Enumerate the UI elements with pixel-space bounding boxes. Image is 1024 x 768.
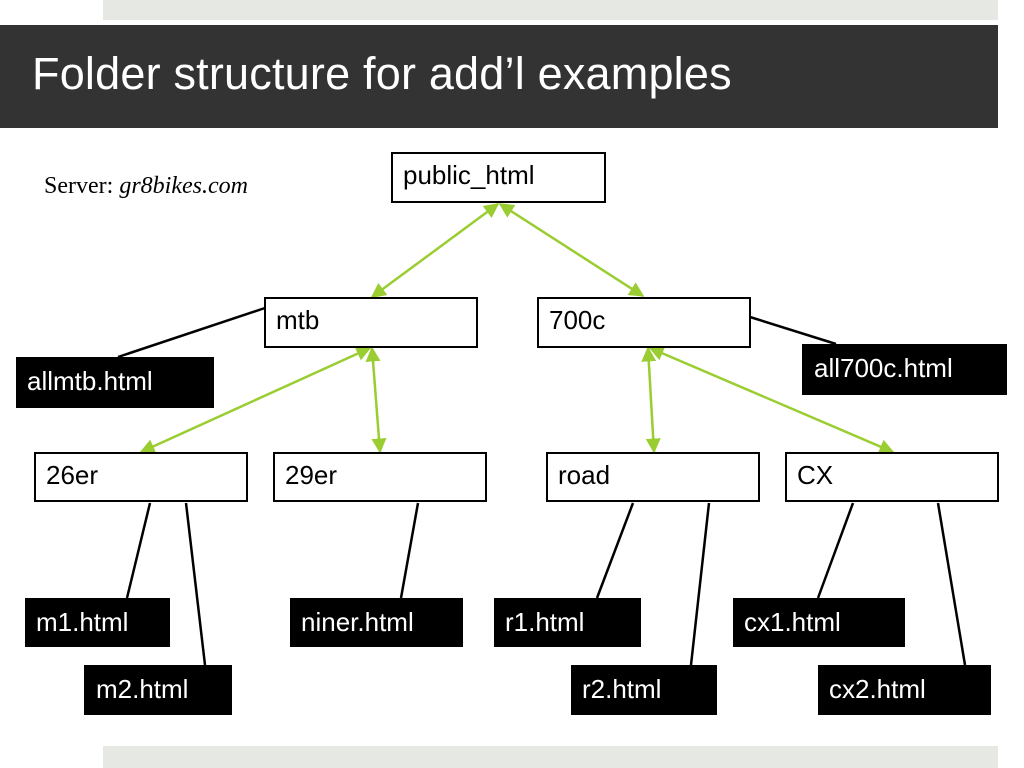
file-niner: niner.html bbox=[290, 598, 463, 647]
title-bar bbox=[0, 25, 998, 128]
folder-29er: 29er bbox=[273, 452, 487, 502]
line-700c-all700c bbox=[749, 315, 837, 346]
file-m2: m2.html bbox=[84, 665, 232, 715]
folder-cx: CX bbox=[785, 452, 999, 502]
file-m1: m1.html bbox=[25, 598, 170, 647]
file-allmtb: allmtb.html bbox=[16, 357, 214, 408]
arrow-public-html-700c bbox=[498, 202, 645, 298]
folder-mtb: mtb bbox=[264, 297, 478, 348]
arrow-700c-cx bbox=[648, 346, 895, 454]
server-prefix: Server: bbox=[44, 173, 114, 199]
file-cx2: cx2.html bbox=[818, 665, 991, 715]
arrow-mtb-29er bbox=[365, 346, 387, 454]
server-label: Server: gr8bikes.com bbox=[44, 173, 248, 200]
line-26er-m2 bbox=[184, 502, 207, 666]
line-road-r1 bbox=[595, 502, 635, 599]
server-name: gr8bikes.com bbox=[119, 173, 248, 199]
line-road-r2 bbox=[689, 502, 711, 666]
line-cx-cx1 bbox=[816, 502, 855, 599]
top-accent-strip bbox=[103, 0, 998, 20]
arrow-public-html-mtb bbox=[370, 202, 500, 299]
folder-public-html: public_html bbox=[391, 152, 606, 203]
slide-title: Folder structure for add’l examples bbox=[32, 48, 732, 99]
folder-700c: 700c bbox=[537, 297, 751, 348]
bottom-accent-strip bbox=[103, 746, 998, 768]
line-cx-cx2 bbox=[936, 502, 967, 666]
file-all700c: all700c.html bbox=[802, 344, 1007, 395]
folder-26er: 26er bbox=[34, 452, 248, 502]
file-r2: r2.html bbox=[571, 665, 717, 715]
folder-road: road bbox=[546, 452, 760, 502]
line-29er-niner bbox=[399, 502, 420, 599]
file-cx1: cx1.html bbox=[733, 598, 905, 647]
line-26er-m1 bbox=[125, 502, 152, 599]
file-r1: r1.html bbox=[494, 598, 641, 647]
arrow-700c-road bbox=[641, 346, 661, 454]
arrow-mtb-26er bbox=[139, 346, 372, 454]
line-mtb-allmtb bbox=[117, 306, 266, 359]
